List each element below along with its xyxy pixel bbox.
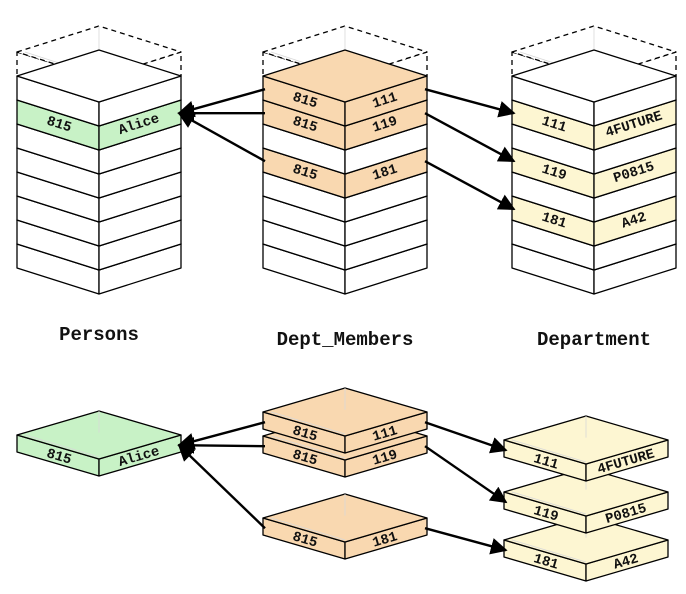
compact-arrow-to-department <box>424 445 508 504</box>
compact-arrow-to-persons <box>177 421 266 450</box>
record-key: 815 <box>290 423 319 445</box>
record-value: 111 <box>371 423 400 445</box>
dept-members-table-label: Dept_Members <box>277 329 414 351</box>
record-value: A42 <box>620 210 649 233</box>
compact-arrow-to-department <box>424 527 508 555</box>
record-key: 111 <box>531 451 560 473</box>
department-compact-record: 181 A42 <box>503 515 669 582</box>
record-key: 815 <box>290 114 319 137</box>
record-key: 119 <box>531 503 560 525</box>
record-key: 111 <box>539 114 568 137</box>
department-empty-row <box>511 49 677 127</box>
stack-arrow-to-department <box>424 88 516 118</box>
stack-arrow-to-persons <box>177 88 266 118</box>
record-key: 815 <box>44 114 73 137</box>
record-key: 815 <box>290 529 319 551</box>
stack-arrow-to-persons <box>177 112 266 163</box>
department-table-label: Department <box>537 329 651 351</box>
record-key: 815 <box>290 447 319 469</box>
record-key: 181 <box>539 210 568 233</box>
record-value: 181 <box>371 162 400 185</box>
relationship-arrows <box>177 88 516 555</box>
compact-arrow-to-persons <box>177 444 266 530</box>
record-key: 815 <box>290 90 319 113</box>
record-value: 181 <box>371 529 400 551</box>
record-value: 119 <box>371 114 400 137</box>
record-key: 181 <box>531 551 560 573</box>
record-value: 111 <box>371 90 400 113</box>
record-value: A42 <box>612 551 641 573</box>
compact-arrow-to-persons <box>177 436 266 454</box>
stack-arrow-to-department <box>424 160 516 211</box>
dept-members-stack: 815 181 815 119 815 111 <box>262 25 428 295</box>
dept-members-record: 815 111 <box>262 49 428 127</box>
persons-empty-row <box>16 49 182 127</box>
persons-table-label: Persons <box>59 324 139 346</box>
dept-members-compact-record: 815 181 <box>262 493 428 560</box>
record-value: 119 <box>371 447 400 469</box>
stack-arrow-to-department <box>424 112 516 163</box>
record-key: 119 <box>539 162 568 185</box>
compact-arrow-to-department <box>424 421 508 454</box>
record-key: 815 <box>290 162 319 185</box>
record-key: 815 <box>44 446 73 468</box>
dept-members-compact-record: 815 111 <box>262 387 428 454</box>
